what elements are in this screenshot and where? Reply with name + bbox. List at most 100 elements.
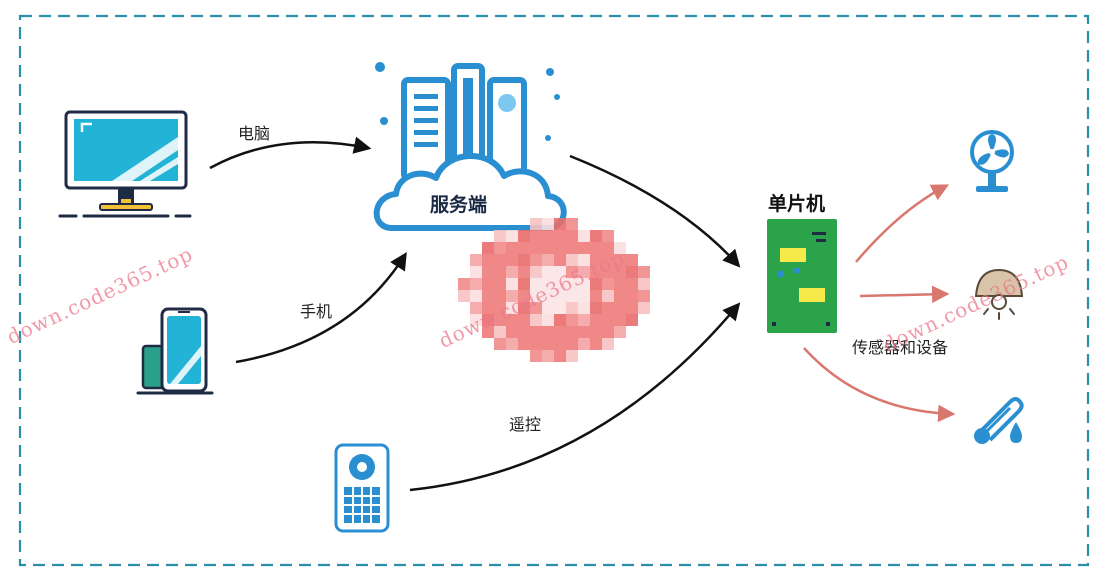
mosaic-cell: [614, 266, 626, 278]
mosaic-cell: [518, 338, 530, 350]
mosaic-cell: [578, 302, 590, 314]
mosaic-cell: [590, 326, 602, 338]
mosaic-cell: [542, 278, 554, 290]
mosaic-cell: [494, 314, 506, 326]
arrow-mcu-to-fan: [855, 184, 950, 263]
mosaic-cell: [614, 314, 626, 326]
devices-label: 传感器和设备: [852, 338, 949, 357]
mosaic-cell: [506, 254, 518, 266]
mosaic-cell: [554, 278, 566, 290]
mosaic-cell: [590, 254, 602, 266]
mosaic-cell: [530, 314, 542, 326]
mosaic-cell: [482, 314, 494, 326]
mosaic-cell: [578, 278, 590, 290]
mosaic-cell: [494, 326, 506, 338]
mosaic-cell: [590, 242, 602, 254]
lamp-icon: [974, 268, 1024, 320]
mosaic-cell: [566, 254, 578, 266]
mosaic-cell: [566, 302, 578, 314]
mosaic-cell: [530, 242, 542, 254]
mosaic-cell: [482, 254, 494, 266]
mosaic-cell: [542, 218, 554, 230]
mosaic-cell: [506, 338, 518, 350]
mosaic-cell: [590, 278, 602, 290]
mosaic-cell: [566, 230, 578, 242]
mosaic-cell: [506, 314, 518, 326]
computer-label: 电脑: [238, 124, 271, 143]
mosaic-cell: [566, 314, 578, 326]
mosaic-cell: [578, 290, 590, 302]
mosaic-cell: [458, 278, 470, 290]
mosaic-cell: [554, 218, 566, 230]
mosaic-blur: [458, 218, 650, 362]
mosaic-cell: [578, 326, 590, 338]
mosaic-cell: [518, 254, 530, 266]
mosaic-cell: [506, 278, 518, 290]
mosaic-cell: [554, 266, 566, 278]
mosaic-cell: [590, 290, 602, 302]
remote-icon: [334, 443, 390, 533]
mosaic-cell: [530, 290, 542, 302]
server-label: 服务端: [430, 194, 488, 216]
mosaic-cell: [506, 266, 518, 278]
mcu-label: 单片机: [768, 193, 826, 215]
mosaic-cell: [530, 326, 542, 338]
mosaic-cell: [494, 290, 506, 302]
mosaic-cell: [542, 254, 554, 266]
mosaic-cell: [542, 290, 554, 302]
mosaic-cell: [602, 254, 614, 266]
mosaic-cell: [566, 242, 578, 254]
mosaic-cell: [518, 302, 530, 314]
mosaic-cell: [530, 338, 542, 350]
mosaic-cell: [554, 314, 566, 326]
mosaic-cell: [506, 326, 518, 338]
mosaic-cell: [590, 338, 602, 350]
phone-icon: [136, 307, 214, 395]
mosaic-cell: [554, 242, 566, 254]
mosaic-cell: [506, 230, 518, 242]
arrow-mcu-to-thermometer: [803, 347, 956, 423]
mosaic-cell: [554, 326, 566, 338]
arrow-phone-to-server: [235, 252, 407, 364]
mosaic-cell: [590, 314, 602, 326]
mosaic-cell: [494, 266, 506, 278]
arrow-computer-to-server: [209, 136, 372, 170]
mosaic-cell: [542, 338, 554, 350]
thermometer-icon: [974, 397, 1024, 444]
mosaic-cell: [530, 302, 542, 314]
mosaic-cell: [626, 290, 638, 302]
mosaic-cell: [578, 230, 590, 242]
dashed-frame: [18, 14, 1090, 567]
arrow-remote-to-mcu: [409, 302, 741, 492]
mosaic-cell: [506, 302, 518, 314]
mosaic-cell: [470, 290, 482, 302]
mosaic-cell: [554, 254, 566, 266]
mosaic-cell: [626, 254, 638, 266]
mosaic-cell: [626, 314, 638, 326]
mosaic-cell: [518, 242, 530, 254]
mosaic-cell: [566, 338, 578, 350]
mosaic-cell: [590, 266, 602, 278]
mosaic-cell: [602, 278, 614, 290]
mosaic-cell: [494, 278, 506, 290]
mosaic-cell: [566, 326, 578, 338]
mosaic-cell: [482, 326, 494, 338]
mosaic-cell: [566, 218, 578, 230]
fan-icon: [970, 130, 1014, 192]
mosaic-cell: [542, 314, 554, 326]
mosaic-cell: [482, 278, 494, 290]
mosaic-cell: [614, 278, 626, 290]
mosaic-cell: [578, 254, 590, 266]
mosaic-cell: [602, 338, 614, 350]
mosaic-cell: [554, 302, 566, 314]
mosaic-cell: [506, 242, 518, 254]
mosaic-cell: [470, 302, 482, 314]
mosaic-cell: [578, 338, 590, 350]
mosaic-cell: [506, 290, 518, 302]
mosaic-cell: [458, 290, 470, 302]
mosaic-cell: [494, 302, 506, 314]
mosaic-cell: [614, 254, 626, 266]
mosaic-cell: [638, 278, 650, 290]
